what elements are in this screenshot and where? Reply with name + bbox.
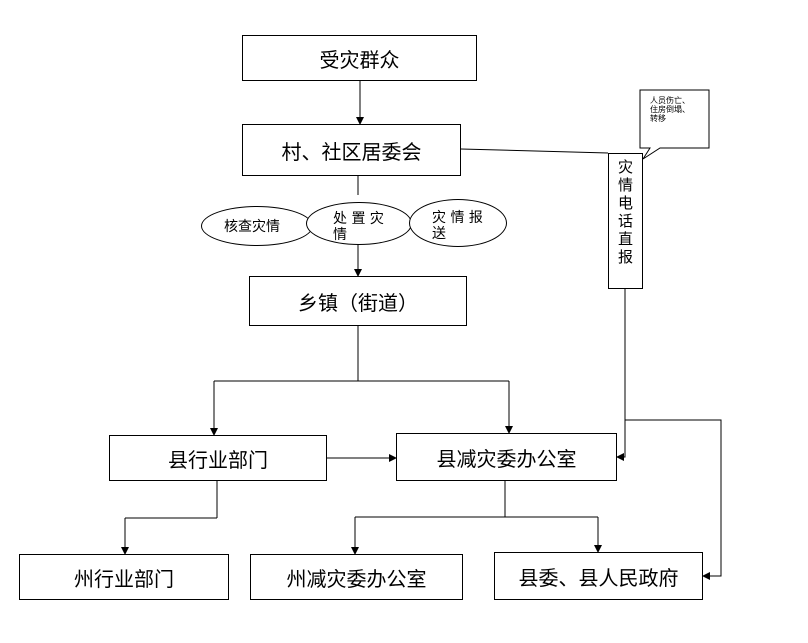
box-county-relief-office: 县减灾委办公室	[396, 433, 617, 481]
phone-report-char: 报	[617, 248, 633, 266]
box-county-departments: 县行业部门	[109, 435, 327, 481]
phone-report-char: 情	[617, 176, 633, 194]
line-village-to-phone-report	[460, 148, 609, 154]
phone-report-char: 电	[617, 194, 633, 212]
phone-report-char: 灾	[617, 158, 633, 176]
ellipse-handle-line2: 情	[333, 227, 347, 243]
box-prefecture-relief-office: 州减灾委办公室	[250, 554, 463, 600]
ellipse-report-line2: 送	[432, 226, 446, 242]
ellipse-report-line1: 灾 情 报	[432, 210, 483, 226]
callout-line: 住房倒塌、	[650, 105, 690, 114]
ellipse-handle-line1: 处 置 灾	[333, 211, 384, 227]
box-township: 乡镇（街道）	[249, 276, 467, 326]
ellipse-verify-disaster: 核查灾情	[201, 206, 313, 246]
box-prefecture-departments: 州行业部门	[19, 554, 229, 600]
callout-text: 人员伤亡、 住房倒塌、 转移	[650, 96, 690, 123]
box-phone-direct-report: 灾 情 电 话 直 报	[608, 153, 643, 289]
arrow-phone-to-government	[625, 419, 722, 580]
box-county-government: 县委、县人民政府	[494, 552, 703, 600]
phone-report-char: 直	[617, 230, 633, 248]
callout-bubble	[639, 89, 710, 160]
box-affected-public: 受灾群众	[242, 35, 477, 81]
callout-line: 人员伤亡、	[650, 96, 690, 105]
ellipse-handle-disaster: 处 置 灾 情	[306, 202, 412, 245]
box-village-committee: 村、社区居委会	[242, 124, 461, 176]
phone-report-char: 话	[617, 212, 633, 230]
ellipse-verify-label: 核查灾情	[224, 219, 280, 235]
ellipse-report-disaster: 灾 情 报 送	[409, 199, 507, 247]
arrow-phone-to-relief-office	[616, 289, 626, 461]
callout-line: 转移	[650, 114, 666, 123]
